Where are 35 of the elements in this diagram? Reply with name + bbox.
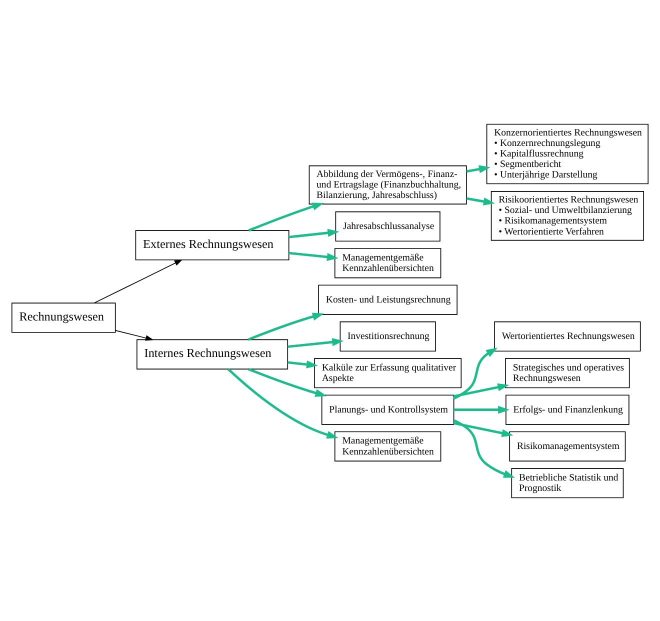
node-box: Kalküle zur Erfassung qualitativer Aspekte [314,358,462,388]
node-box: Rechnungswesen [12,302,116,332]
node-box: Investitionsrechnung [340,320,436,352]
arrow [466,196,495,205]
arrow [453,347,498,400]
arrow [454,405,510,414]
node-box: Abbildung der Vermögens-, Finanz- und Ertragslage (Finanzbuchhaltung, Bilanzierung, Jahresabschluss) [308,164,467,204]
arrow [115,330,154,340]
arrow [248,367,327,396]
arrow [288,228,340,238]
node-box: Managementgemäße Kennzahlenübersichten [334,248,442,278]
arrow [94,258,183,303]
node-box: Planungs- und Kontrollsystem [321,394,454,424]
node-box: Risikoorientiertes Rechnungswesen • Sozial- und Umweltbilanzierung • Risikomanagementsystem • Wertorientierte Verfahren [490,190,644,240]
arrow [288,338,344,348]
node-box: Betriebliche Statistik und Prognostik [511,468,624,498]
arrow [466,164,490,173]
arrow [288,360,318,368]
arrow [248,202,324,232]
node-box: Risikomanagementsystem [509,430,626,461]
arrow [248,312,324,340]
node-box: Managementgemäße Kennzahlenübersichten [334,430,442,461]
arrow [454,418,516,478]
node-box: Internes Rechnungswesen [136,338,288,369]
node-box: Externes Rechnungswesen [135,230,290,260]
node-box: Erfolgs- und Finanzlenkung [506,394,630,424]
node-box: Wertorientiertes Rechnungswesen [494,320,641,352]
node-box: Kosten- und Leistungsrechnung [318,284,458,314]
arrow [454,382,510,398]
node-box: Jahresabschlussanalyse [335,210,440,242]
arrow [227,368,338,438]
arrow [454,422,514,437]
node-box: Konzernorientiertes Rechnungswesen • Konzernrechnungslegung • Kapitalflussrechnung • Segmentbericht • Unterjährige Darstellung [486,123,648,184]
node-box: Strategisches und operatives Rechnungswesen [505,358,630,388]
arrow [288,251,338,260]
